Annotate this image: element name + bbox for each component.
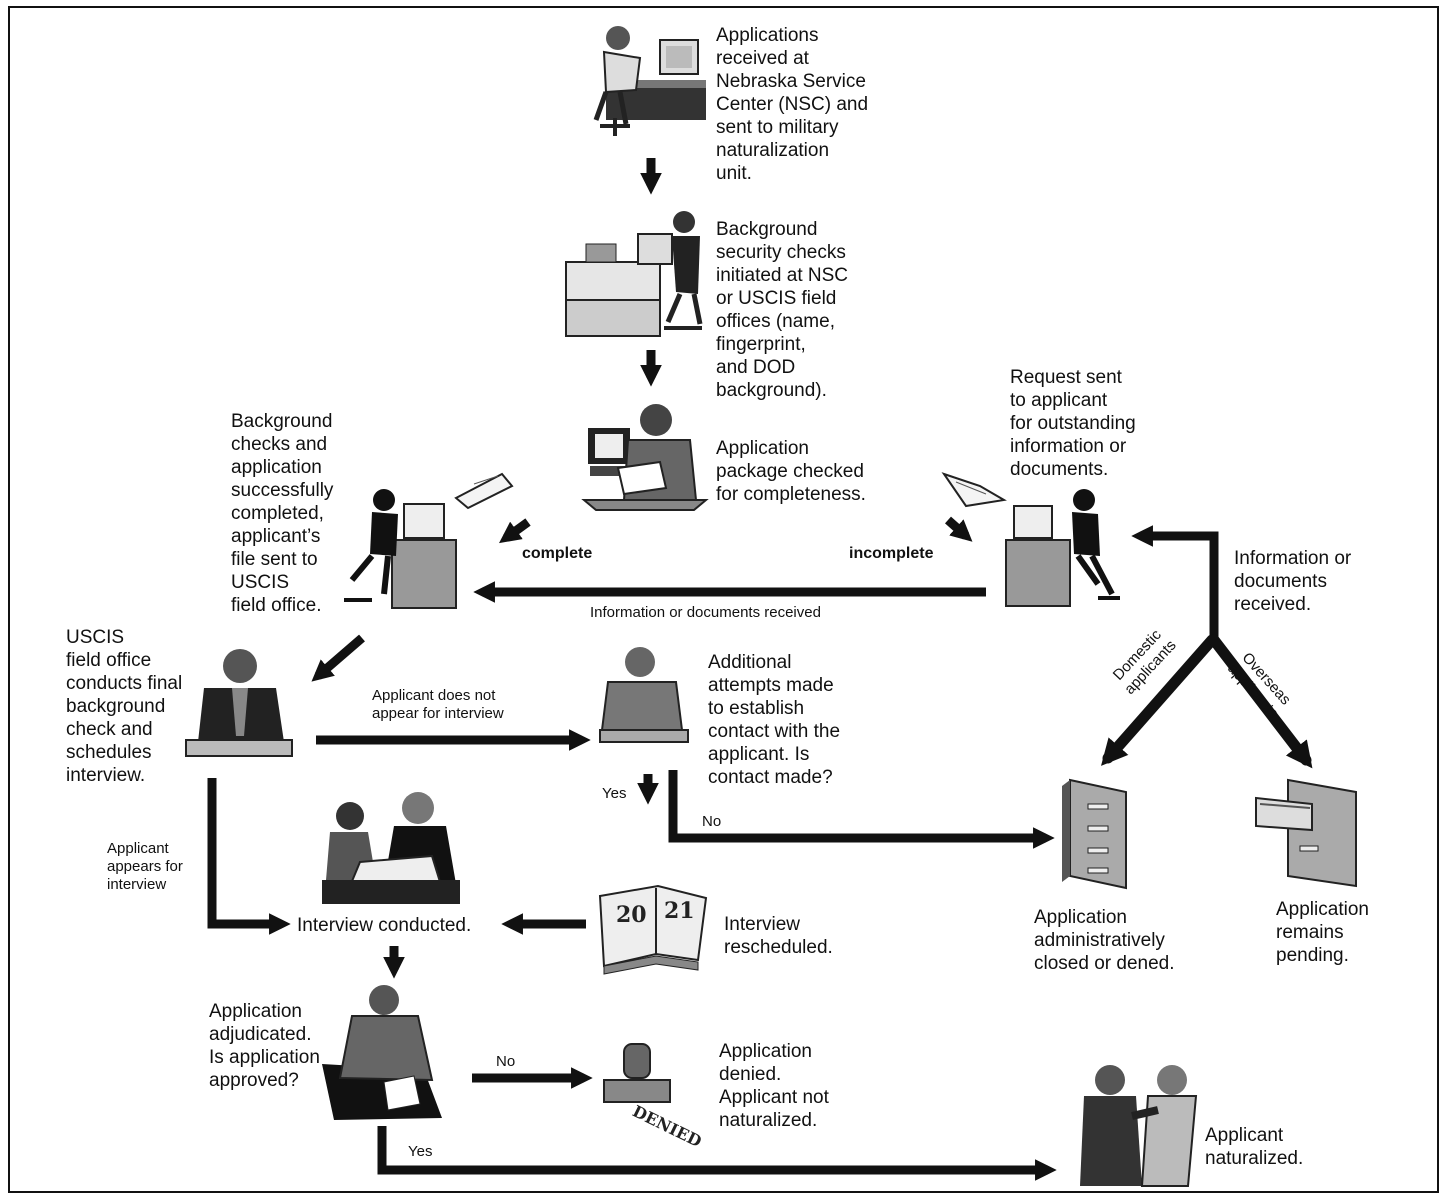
- edge-label-incomplete: incomplete: [849, 545, 934, 562]
- branch-arrow-domestic: [1101, 634, 1218, 766]
- stamp-icon: DENIED: [603, 1043, 705, 1151]
- step-application-adjudicated: Application adjudicated. Is application …: [209, 1001, 320, 1091]
- reviewer-icon: [581, 404, 709, 511]
- step-interview-rescheduled: Interview rescheduled.: [724, 914, 833, 958]
- step-background-checks: Background security checks initiated at …: [716, 219, 849, 401]
- step-request-sent: Request sent to applicant for outstandin…: [1010, 367, 1136, 480]
- calendar-right-date: 21: [664, 898, 695, 924]
- step-checks-completed: Background checks and application succes…: [231, 411, 334, 616]
- calendar-left-date: 20: [616, 902, 647, 928]
- arrow: [207, 158, 1219, 1181]
- handshake-icon: [1080, 1065, 1198, 1187]
- clerk-at-desk-icon: [344, 489, 457, 609]
- branch-arrow-overseas: [1208, 634, 1313, 769]
- stamp-text: DENIED: [630, 1101, 705, 1151]
- console-operator-icon: [565, 211, 703, 337]
- flying-document-icon: [454, 472, 514, 510]
- adjudicator-icon: [322, 985, 442, 1120]
- interview-meeting-icon: [322, 792, 460, 904]
- step-additional-attempts: Additional attempts made to establish co…: [708, 652, 841, 788]
- edge-label-appears: Applicant appears for interview: [107, 840, 183, 893]
- flying-document-icon: [941, 472, 1007, 508]
- step-application-pending: Application remains pending.: [1276, 899, 1369, 966]
- label-info-received-right: Information or documents received.: [1234, 548, 1352, 615]
- step-package-checked: Application package checked for complete…: [716, 438, 866, 505]
- step-applicant-naturalized: Applicant naturalized.: [1205, 1125, 1304, 1169]
- file-cabinet-open-icon: [1255, 778, 1357, 888]
- step-field-office: USCIS field office conducts final backgr…: [66, 627, 183, 786]
- edge-label-not-approved: No: [496, 1053, 516, 1070]
- worker-at-computer-icon: [593, 26, 706, 136]
- edge-label-complete: complete: [522, 545, 593, 562]
- edge-label-approved: Yes: [408, 1143, 433, 1160]
- edge-label-info-received: Information or documents received: [590, 604, 821, 621]
- calendar-icon: 20 21: [598, 884, 708, 975]
- soldier-on-phone-icon: [599, 647, 689, 743]
- file-cabinet-closed-icon: [1062, 778, 1127, 890]
- step-interview-conducted: Interview conducted.: [297, 915, 472, 936]
- edge-label-no-show: Applicant does not appear for interview: [372, 687, 504, 722]
- clerk-at-desk-icon: [1005, 489, 1120, 607]
- edge-label-no-contact: No: [702, 813, 722, 830]
- step-application-denied: Application denied. Applicant not natura…: [719, 1041, 829, 1131]
- diagram-frame: [8, 6, 1439, 1193]
- edge-label-yes-contact: Yes: [602, 785, 627, 802]
- step-applications-received: Applications received at Nebraska Servic…: [716, 25, 869, 184]
- step-application-closed: Application administratively closed or d…: [1034, 907, 1175, 974]
- officer-on-phone-icon: [185, 649, 293, 757]
